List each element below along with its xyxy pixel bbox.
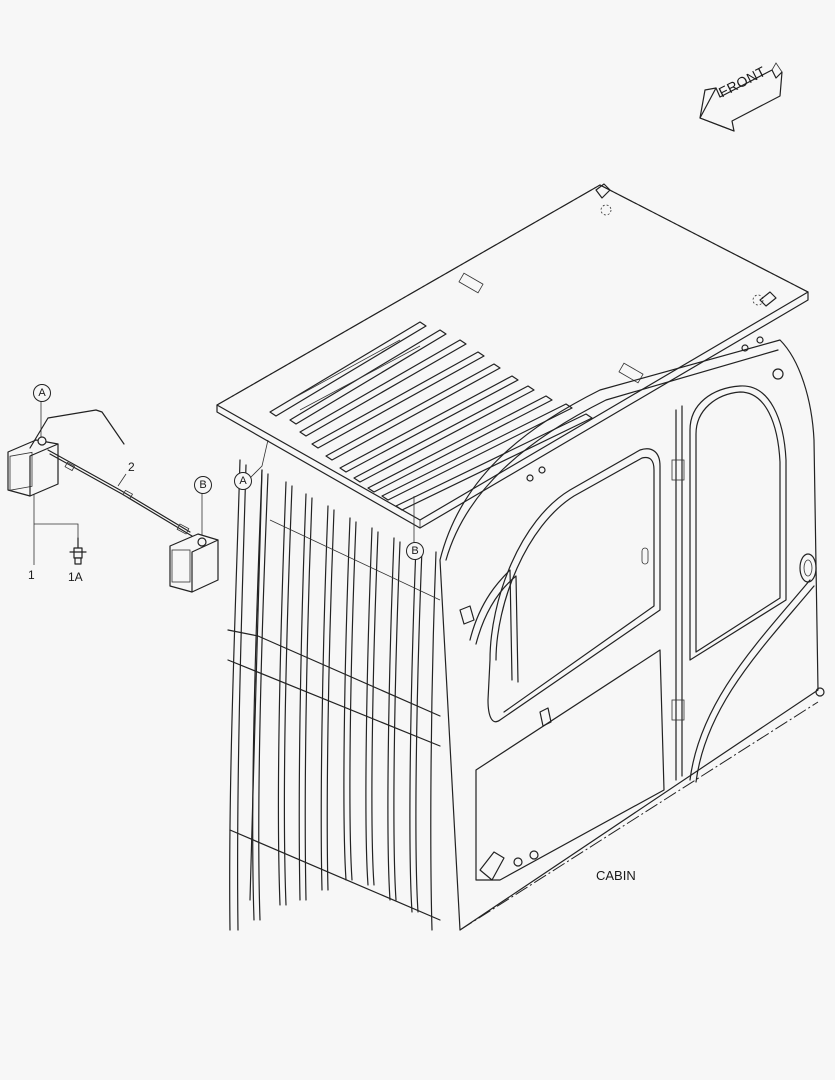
- front-guard: [227, 459, 441, 931]
- leader-lines: [33, 400, 415, 565]
- cabin-roof: [216, 183, 809, 529]
- bulb-icon: [69, 537, 87, 565]
- part-number-1a: 1A: [68, 570, 83, 584]
- callout-a-cabin: A: [234, 472, 252, 490]
- part-number-2: 2: [128, 460, 135, 474]
- work-lamp-left: [7, 436, 59, 497]
- callout-b: B: [194, 476, 212, 494]
- cabin-body: [439, 336, 825, 931]
- wire-harness: [29, 409, 193, 537]
- front-arrow-icon: [699, 62, 783, 132]
- roof-guard: [269, 321, 593, 511]
- part-number-1: 1: [28, 568, 35, 582]
- work-lamp-right: [169, 533, 219, 593]
- cabin-label: CABIN: [596, 868, 636, 883]
- callout-a: A: [33, 384, 51, 402]
- callout-b-cabin: B: [406, 542, 424, 560]
